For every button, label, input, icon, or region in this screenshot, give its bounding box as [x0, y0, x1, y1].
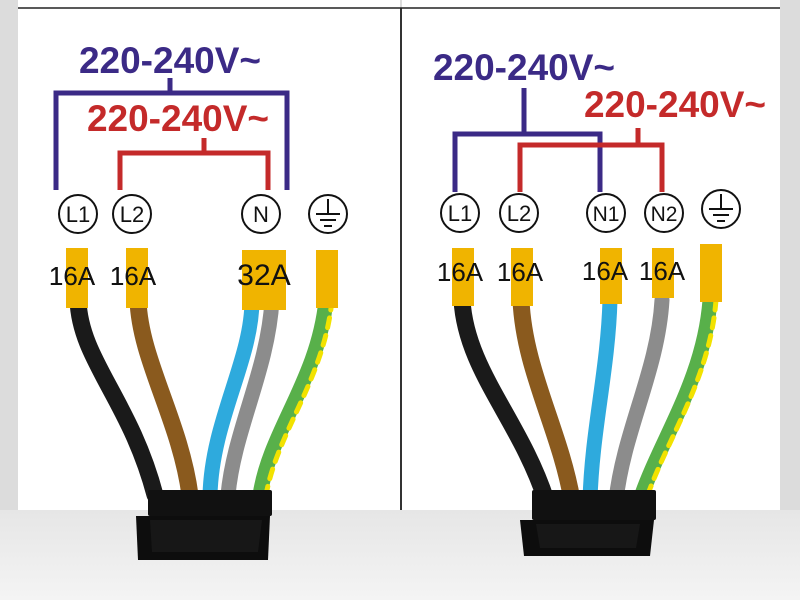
right-voltage-outer-label: 220-240V~ [433, 47, 615, 88]
right-terminal-n2: N2 [644, 193, 684, 233]
right-cable-green [632, 292, 718, 508]
left-voltage-inner-label: 220-240V~ [87, 98, 269, 139]
left-cable-yellow [263, 297, 335, 498]
left-cable-green [252, 292, 334, 503]
right-terminal-l1: L1 [440, 193, 480, 233]
left-voltage-inner-bracket [117, 138, 271, 190]
left-terminal-n: N [241, 194, 281, 234]
right-voltage-outer-bracket [452, 88, 603, 192]
left-terminal-n-label: N [253, 202, 269, 227]
right-rating-l1: 16A [437, 257, 484, 287]
left-voltage-outer-bracket [53, 78, 290, 190]
right-cable-yellow [643, 297, 719, 503]
right-terminal-l2: L2 [499, 193, 539, 233]
left-rating-l1-overlay: 16A [49, 261, 96, 291]
right-cable-grey [608, 292, 670, 508]
left-cable-blue [202, 292, 260, 503]
right-terminal-n1-label: N1 [593, 203, 620, 226]
right-rating-n1: 16A [582, 256, 629, 286]
right-cable-blue [582, 292, 618, 508]
left-cable-clamp [136, 490, 272, 560]
right-terminal-l1-label: L1 [448, 201, 472, 226]
left-terminal-l1-label: L1 [66, 202, 90, 227]
right-voltage-inner-label: 220-240V~ [584, 84, 766, 125]
floor-surface [0, 510, 800, 600]
left-cable-brown [129, 291, 199, 504]
right-terminal-n2-label: N2 [651, 203, 678, 226]
right-cable-bundle [453, 291, 719, 509]
left-voltage-outer-label: 220-240V~ [79, 40, 261, 81]
right-terminal-l2-label: L2 [507, 201, 531, 226]
left-terminal-l2: L2 [112, 194, 152, 234]
right-terminal-sleeves [452, 244, 722, 306]
left-rating-l2-overlay: 16A [110, 261, 157, 291]
left-ground-icon [308, 194, 348, 234]
left-rating-n-overlay: 32A [237, 259, 290, 292]
right-voltage-inner-bracket [517, 128, 665, 192]
left-cable-bundle [69, 291, 335, 504]
right-cable-black [453, 291, 555, 509]
right-cable-clamp [520, 490, 656, 556]
left-terminal-l2-label: L2 [120, 202, 144, 227]
right-ground-icon [701, 189, 741, 229]
right-rating-n2: 16A [639, 256, 686, 286]
left-cable-black [69, 291, 164, 504]
right-terminal-n1: N1 [586, 193, 626, 233]
right-rating-l2: 16A [497, 257, 544, 287]
left-terminal-l1: L1 [58, 194, 98, 234]
right-cable-brown [512, 291, 581, 509]
left-cable-grey [220, 292, 280, 503]
left-terminal-sleeves [66, 248, 338, 310]
